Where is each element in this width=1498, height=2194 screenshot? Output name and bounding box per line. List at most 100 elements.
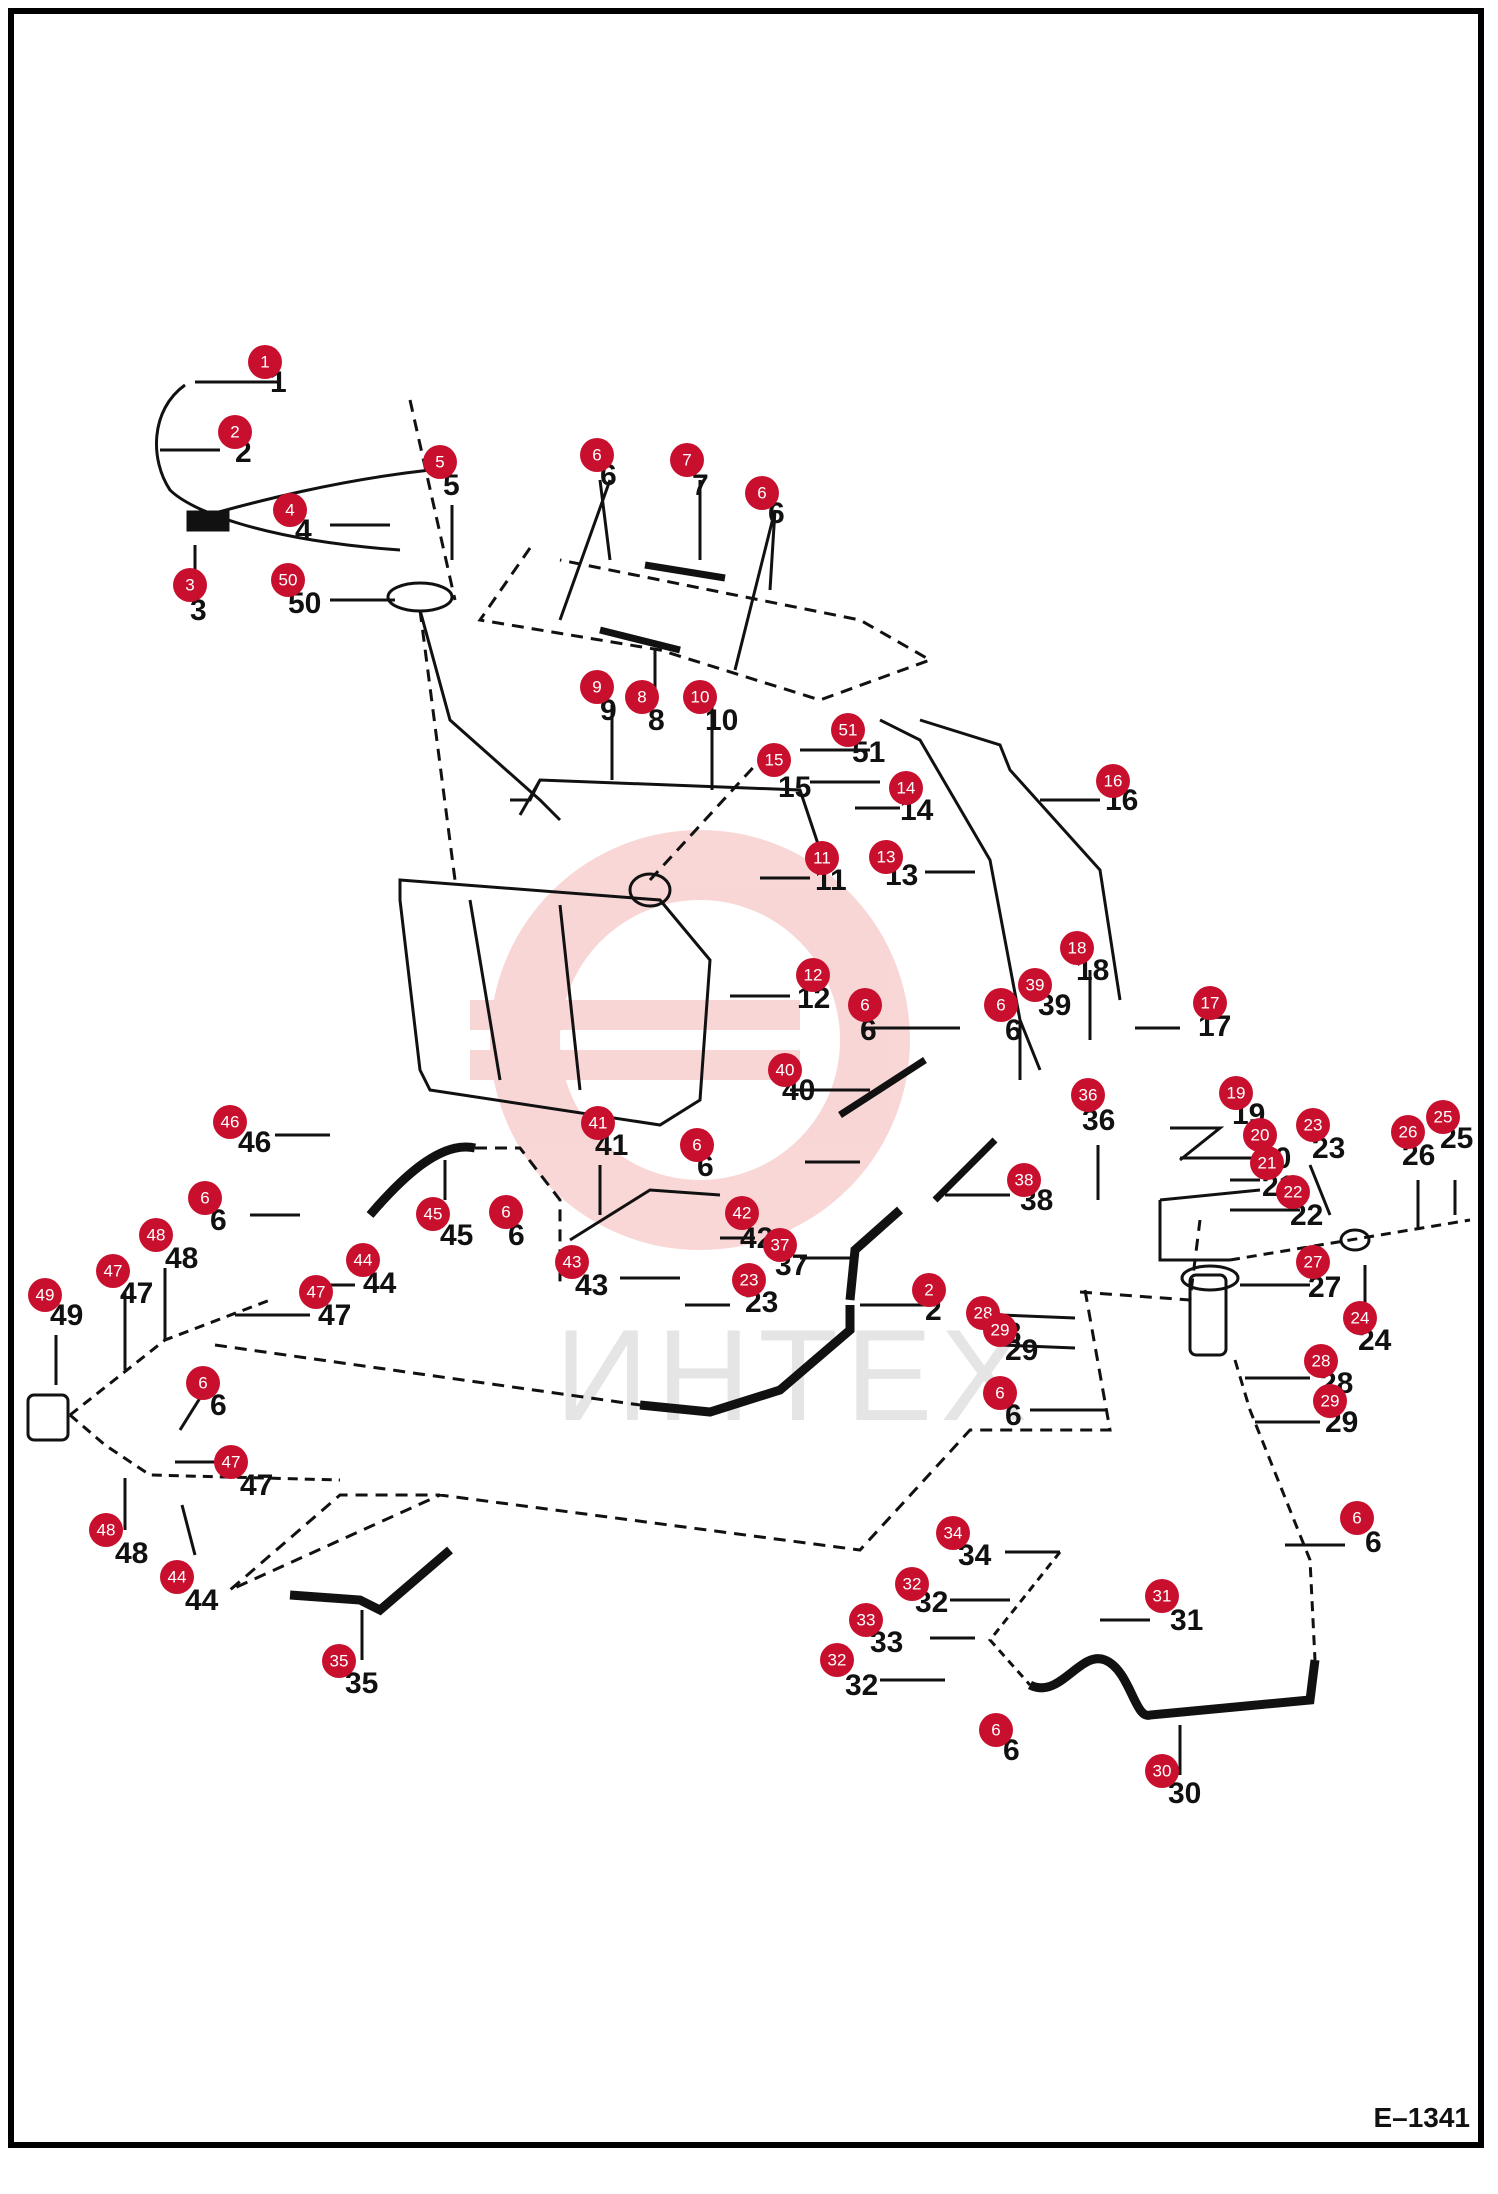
callout-circle[interactable] [1243,1118,1277,1152]
callout-40[interactable]: 40 [768,1053,802,1087]
callout-circle[interactable] [895,1567,929,1601]
callout-29[interactable]: 29 [1313,1384,1347,1418]
callout-48[interactable]: 48 [139,1218,173,1252]
callout-circle[interactable] [580,438,614,472]
callout-35[interactable]: 35 [322,1644,356,1678]
callout-6[interactable]: 6 [745,476,779,510]
callout-circle[interactable] [1313,1384,1347,1418]
callout-circle[interactable] [186,1366,220,1400]
callout-circle[interactable] [173,568,207,602]
callout-circle[interactable] [983,1376,1017,1410]
callout-circle[interactable] [1391,1115,1425,1149]
callout-49[interactable]: 49 [28,1278,62,1312]
callout-32[interactable]: 32 [895,1567,929,1601]
callout-21[interactable]: 21 [1250,1146,1284,1180]
callout-circle[interactable] [889,771,923,805]
callout-circle[interactable] [831,713,865,747]
callout-circle[interactable] [213,1105,247,1139]
callout-6[interactable]: 6 [984,988,1018,1022]
callout-6[interactable]: 6 [188,1181,222,1215]
callout-50[interactable]: 50 [271,563,305,597]
callout-circle[interactable] [248,345,282,379]
callout-6[interactable]: 6 [1340,1501,1374,1535]
callout-circle[interactable] [1193,986,1227,1020]
callout-43[interactable]: 43 [555,1245,589,1279]
callout-circle[interactable] [271,563,305,597]
callout-circle[interactable] [28,1278,62,1312]
callout-circle[interactable] [1071,1078,1105,1112]
callout-circle[interactable] [1296,1108,1330,1142]
callout-38[interactable]: 38 [1007,1163,1041,1197]
callout-39[interactable]: 39 [1018,968,1052,1002]
callout-1[interactable]: 1 [248,345,282,379]
callout-27[interactable]: 27 [1296,1245,1330,1279]
callout-2[interactable]: 2 [218,415,252,449]
callout-circle[interactable] [983,1313,1017,1347]
callout-14[interactable]: 14 [889,771,923,805]
callout-42[interactable]: 42 [725,1196,759,1230]
callout-circle[interactable] [555,1245,589,1279]
callout-20[interactable]: 20 [1243,1118,1277,1152]
callout-circle[interactable] [1304,1344,1338,1378]
callout-circle[interactable] [869,840,903,874]
callout-6[interactable]: 6 [680,1128,714,1162]
callout-circle[interactable] [346,1243,380,1277]
callout-17[interactable]: 17 [1193,986,1227,1020]
callout-9[interactable]: 9 [580,670,614,704]
callout-34[interactable]: 34 [936,1516,970,1550]
callout-46[interactable]: 46 [213,1105,247,1139]
callout-18[interactable]: 18 [1060,931,1094,965]
callout-47[interactable]: 47 [299,1275,333,1309]
callout-circle[interactable] [745,476,779,510]
callout-circle[interactable] [581,1106,615,1140]
callout-circle[interactable] [1343,1301,1377,1335]
callout-circle[interactable] [218,415,252,449]
callout-circle[interactable] [984,988,1018,1022]
callout-6[interactable]: 6 [848,988,882,1022]
callout-circle[interactable] [849,1603,883,1637]
callout-13[interactable]: 13 [869,840,903,874]
callout-circle[interactable] [423,445,457,479]
callout-3[interactable]: 3 [173,568,207,602]
callout-circle[interactable] [1096,764,1130,798]
callout-19[interactable]: 19 [1219,1076,1253,1110]
callout-45[interactable]: 45 [416,1197,450,1231]
callout-26[interactable]: 26 [1391,1115,1425,1149]
callout-circle[interactable] [1296,1245,1330,1279]
callout-circle[interactable] [1060,931,1094,965]
callout-circle[interactable] [848,988,882,1022]
callout-29[interactable]: 29 [983,1313,1017,1347]
callout-circle[interactable] [683,680,717,714]
callout-8[interactable]: 8 [625,680,659,714]
callout-circle[interactable] [936,1516,970,1550]
callout-47[interactable]: 47 [96,1254,130,1288]
callout-37[interactable]: 37 [763,1228,797,1262]
callout-circle[interactable] [912,1273,946,1307]
callout-6[interactable]: 6 [983,1376,1017,1410]
callout-circle[interactable] [1219,1076,1253,1110]
callout-circle[interactable] [979,1713,1013,1747]
callout-circle[interactable] [188,1181,222,1215]
callout-24[interactable]: 24 [1343,1301,1377,1335]
callout-44[interactable]: 44 [346,1243,380,1277]
callout-44[interactable]: 44 [160,1560,194,1594]
callout-4[interactable]: 4 [273,493,307,527]
callout-31[interactable]: 31 [1145,1579,1179,1613]
callout-circle[interactable] [768,1053,802,1087]
callout-circle[interactable] [1250,1146,1284,1180]
callout-23[interactable]: 23 [1296,1108,1330,1142]
callout-48[interactable]: 48 [89,1513,123,1547]
callout-28[interactable]: 28 [1304,1344,1338,1378]
callout-circle[interactable] [1145,1754,1179,1788]
callout-circle[interactable] [796,958,830,992]
callout-circle[interactable] [1426,1100,1460,1134]
callout-6[interactable]: 6 [489,1195,523,1229]
callout-circle[interactable] [416,1197,450,1231]
callout-16[interactable]: 16 [1096,764,1130,798]
callout-circle[interactable] [1007,1163,1041,1197]
callout-circle[interactable] [820,1643,854,1677]
callout-41[interactable]: 41 [581,1106,615,1140]
callout-22[interactable]: 22 [1276,1175,1310,1209]
callout-circle[interactable] [139,1218,173,1252]
callout-circle[interactable] [96,1254,130,1288]
